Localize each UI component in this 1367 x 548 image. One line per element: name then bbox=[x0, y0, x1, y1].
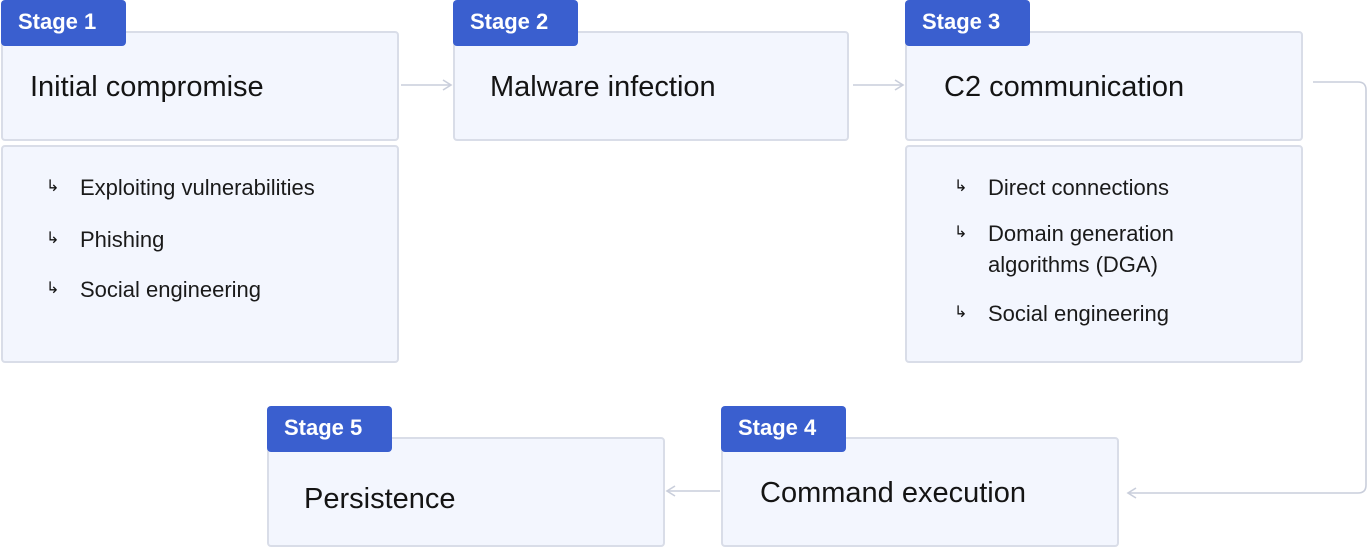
stage-2-tag: Stage 2 bbox=[453, 0, 578, 46]
stage-5-tag: Stage 5 bbox=[267, 406, 392, 452]
stage-1-item: Social engineering bbox=[80, 277, 262, 302]
stage-4-box bbox=[721, 437, 1119, 547]
stage-5-box bbox=[267, 437, 665, 547]
stage-1-title: Initial compromise bbox=[30, 71, 264, 103]
stage-1-item: Phishing bbox=[80, 227, 165, 252]
bullet-arrow-icon: ↳ bbox=[46, 178, 60, 195]
stage-3-box bbox=[905, 31, 1303, 141]
bullet-arrow-icon: ↳ bbox=[954, 178, 968, 195]
stage-3-tag: Stage 3 bbox=[905, 0, 1030, 46]
stage-3-item: Domain generation algorithms (DGA) bbox=[988, 221, 1174, 277]
stage-5-title: Persistence bbox=[304, 483, 456, 515]
bullet-arrow-icon: ↳ bbox=[954, 224, 968, 241]
stage-4-title: Command execution bbox=[760, 477, 1026, 509]
stage-2-box bbox=[453, 31, 849, 141]
stage-3-details bbox=[905, 145, 1303, 363]
stage-1-item: Exploiting vulnerabilities bbox=[80, 175, 315, 200]
stage-3-item: Social engineering bbox=[988, 301, 1170, 326]
stage-4-tag: Stage 4 bbox=[721, 406, 846, 452]
stage-3-item: Direct connections bbox=[988, 175, 1169, 200]
stage-1-box bbox=[1, 31, 399, 141]
bullet-arrow-icon: ↳ bbox=[46, 230, 60, 247]
stage-3-title: C2 communication bbox=[944, 71, 1185, 103]
stage-2-title: Malware infection bbox=[490, 71, 716, 103]
stage-1-tag: Stage 1 bbox=[1, 0, 126, 46]
stage-1-details bbox=[1, 145, 399, 363]
bullet-arrow-icon: ↳ bbox=[46, 280, 60, 297]
bullet-arrow-icon: ↳ bbox=[954, 304, 968, 321]
arrow-stage3-to-stage4 bbox=[1126, 81, 1367, 499]
